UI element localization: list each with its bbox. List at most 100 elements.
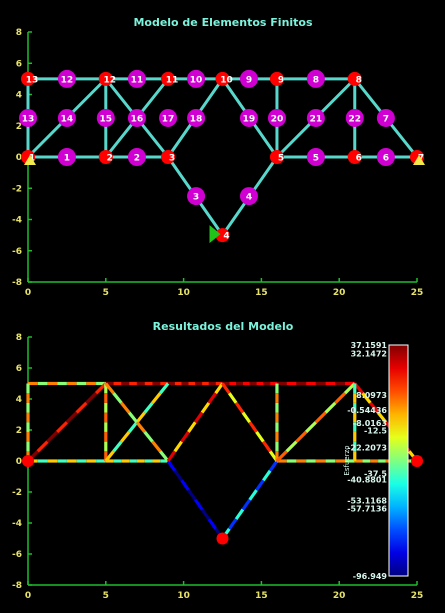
element-marker [345,108,364,127]
stressed-member-segment [85,392,98,405]
stressed-member-segment [187,421,197,433]
element-label: 10 [190,75,203,85]
stressed-member-segment [151,392,162,404]
plot2-y-tick-label: -8 [12,581,22,591]
node-marker [161,150,176,164]
element-label: 18 [190,114,203,124]
node-label: 3 [169,154,175,164]
colorbar-tick-label: -57.7136 [347,504,387,513]
plot1-y-tick-label: -2 [12,184,22,194]
colorbar-tick-label: -12.5 [364,427,387,436]
element-marker [306,108,325,127]
node-marker [161,71,176,86]
stressed-member-segment [248,489,258,501]
stressed-member-segment [314,411,327,424]
plot2-y-tick-label: -2 [12,488,22,498]
element-marker [127,148,146,166]
element-label: 19 [243,114,256,124]
plot2-y-tick-label: 8 [16,333,22,343]
stressed-member-segment [227,392,238,404]
plot2-title: Resultados del Modelo [153,320,294,333]
colorbar-tick-label: -22.2073 [347,443,387,452]
stressed-member-segment [187,489,197,501]
stressed-member-segment [120,401,131,414]
stressed-member-segment [173,469,183,482]
support-triangle [209,225,221,244]
stressed-member-segment [151,440,162,453]
plot1-x-tick-label: 20 [333,288,346,298]
plot2-x-tick-label: 15 [255,591,268,601]
stressed-member-segment [166,460,177,472]
stressed-member-segment [248,421,258,433]
element-marker [57,108,76,127]
plot2-x-tick-label: 0 [25,591,31,601]
colorbar-tick-label: -37.5 [364,470,387,479]
stressed-member-segment [227,518,238,530]
element-marker [187,108,206,127]
element-label: 6 [383,154,389,164]
stressed-member-segment [221,382,231,395]
stressed-member-segment [275,450,288,463]
element-label: 1 [64,154,70,164]
node-label: 9 [278,75,284,85]
plot1-y-tick-label: 0 [16,153,22,163]
element-marker [96,108,115,127]
stressed-member-segment [369,401,380,414]
element-label: 7 [383,114,389,124]
plot2-y-tick-label: 2 [16,426,22,436]
plot1-y-tick-label: -6 [12,247,22,257]
node-marker [347,150,362,164]
stressed-member-segment [104,450,115,463]
stressed-member-segment [262,469,272,482]
node-marker [98,150,113,164]
stressed-member-segment [65,411,78,424]
plot1-x-tick-label: 25 [411,288,424,298]
node-marker [21,71,35,86]
element-label: 13 [22,114,35,124]
stressed-member-segment [234,401,245,414]
element-marker [306,148,325,166]
element-label: 11 [131,75,144,85]
stressed-member-segment [262,440,272,453]
stressed-member-segment [207,392,218,404]
plot2-x-tick-label: 20 [333,591,346,601]
element-marker [239,69,258,88]
element-label: 22 [348,114,361,124]
stressed-member-segment [94,382,107,395]
colorbar-tick-label: -8.0163 [353,419,387,428]
plot2-x-tick-label: 10 [177,591,190,601]
element-marker [239,108,258,127]
plot1-y-tick-label: 6 [16,59,22,69]
colorbar-tick-label: -53.1168 [347,496,387,505]
stressed-member-segment [159,450,170,463]
node-marker [269,71,284,86]
node-label: 13 [26,75,39,85]
element-label: 20 [271,114,284,124]
stressed-member-segment [200,508,211,521]
stressed-member-segment [305,421,317,434]
element-label: 9 [246,75,252,85]
node-label: 5 [278,154,284,164]
element-marker [187,187,206,206]
stressed-member-segment [166,450,177,462]
stressed-member-segment [241,411,252,424]
stressed-member-segment [180,479,190,491]
plot1-y-tick-label: -8 [12,278,22,288]
stressed-member-segment [127,411,139,424]
stressed-member-segment [193,498,204,511]
node-marker [215,71,230,86]
node-marker [215,228,230,243]
element-marker [127,108,146,127]
plot2-y-tick-label: -4 [12,519,22,529]
element-label: 14 [61,114,74,124]
colorbar-title: Esfuerzo [343,445,351,475]
plot2-x-tick-label: 5 [103,591,109,601]
element-label: 8 [313,75,319,85]
node-label: 4 [223,232,229,242]
element-marker [376,108,395,127]
stressed-member-segment [324,401,337,414]
colorbar-tick-label: -40.8801 [347,475,387,484]
element-marker [57,148,76,166]
node-label: 11 [166,75,179,85]
